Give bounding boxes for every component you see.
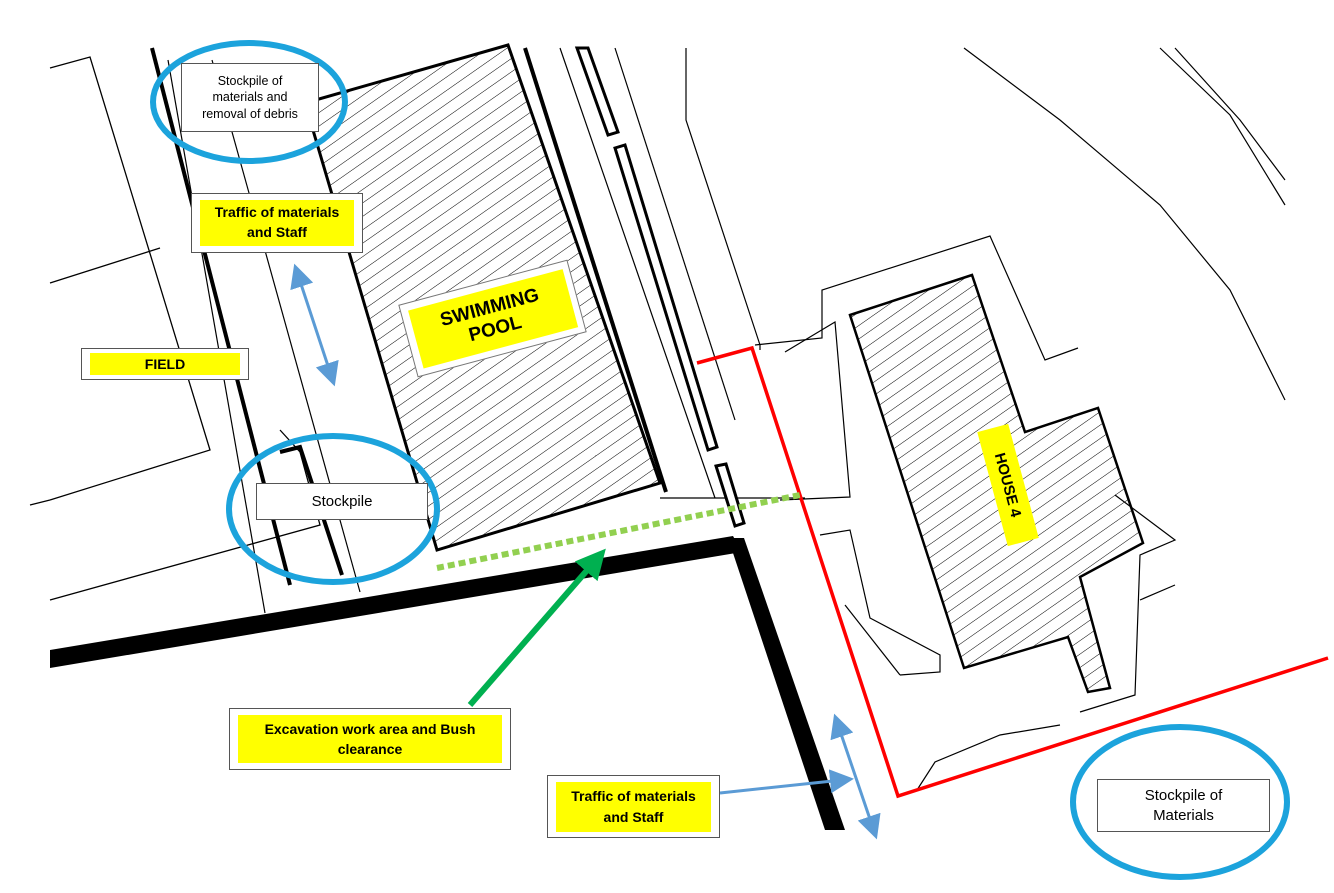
traffic-bottom-label: Traffic of materials and Staff (547, 775, 720, 838)
excavation-pointer-arrow (467, 548, 606, 707)
field-label: FIELD (81, 348, 249, 380)
traffic-arrow-bottom (830, 713, 881, 840)
stockpile-debris-zone-icon (150, 40, 348, 164)
stockpile-text: Stockpile (311, 492, 373, 510)
traffic-top-label: Traffic of materials and Staff (191, 193, 363, 253)
stockpile-debris-label: Stockpile of materials and removal of de… (181, 63, 319, 132)
field-text: FIELD (90, 353, 240, 375)
traffic-pointer-arrow (719, 769, 854, 795)
zone-circles (150, 40, 1290, 880)
median-strips (574, 46, 746, 528)
stockpile-debris-text: Stockpile of materials and removal of de… (202, 74, 298, 121)
excavation-text: Excavation work area and Bush clearance (238, 715, 502, 763)
excavation-label: Excavation work area and Bush clearance (229, 708, 511, 770)
stockpile-zone-icon (226, 433, 440, 585)
traffic-arrow-top (290, 263, 339, 387)
site-boundary-line (696, 345, 1329, 799)
stockpile-materials-text: Stockpile of Materials (1144, 787, 1223, 824)
boundary-wall-south (50, 536, 742, 668)
stockpile-materials-label: Stockpile of Materials (1097, 779, 1270, 832)
house-surround-lines (685, 47, 1286, 791)
stockpile-label: Stockpile (256, 483, 428, 520)
traffic-bottom-text: Traffic of materials and Staff (556, 781, 711, 832)
boundary-wall-east (728, 538, 845, 830)
traffic-top-text: Traffic of materials and Staff (200, 200, 354, 246)
excavation-area-line (436, 492, 801, 571)
stockpile-materials-zone-icon (1070, 724, 1290, 880)
